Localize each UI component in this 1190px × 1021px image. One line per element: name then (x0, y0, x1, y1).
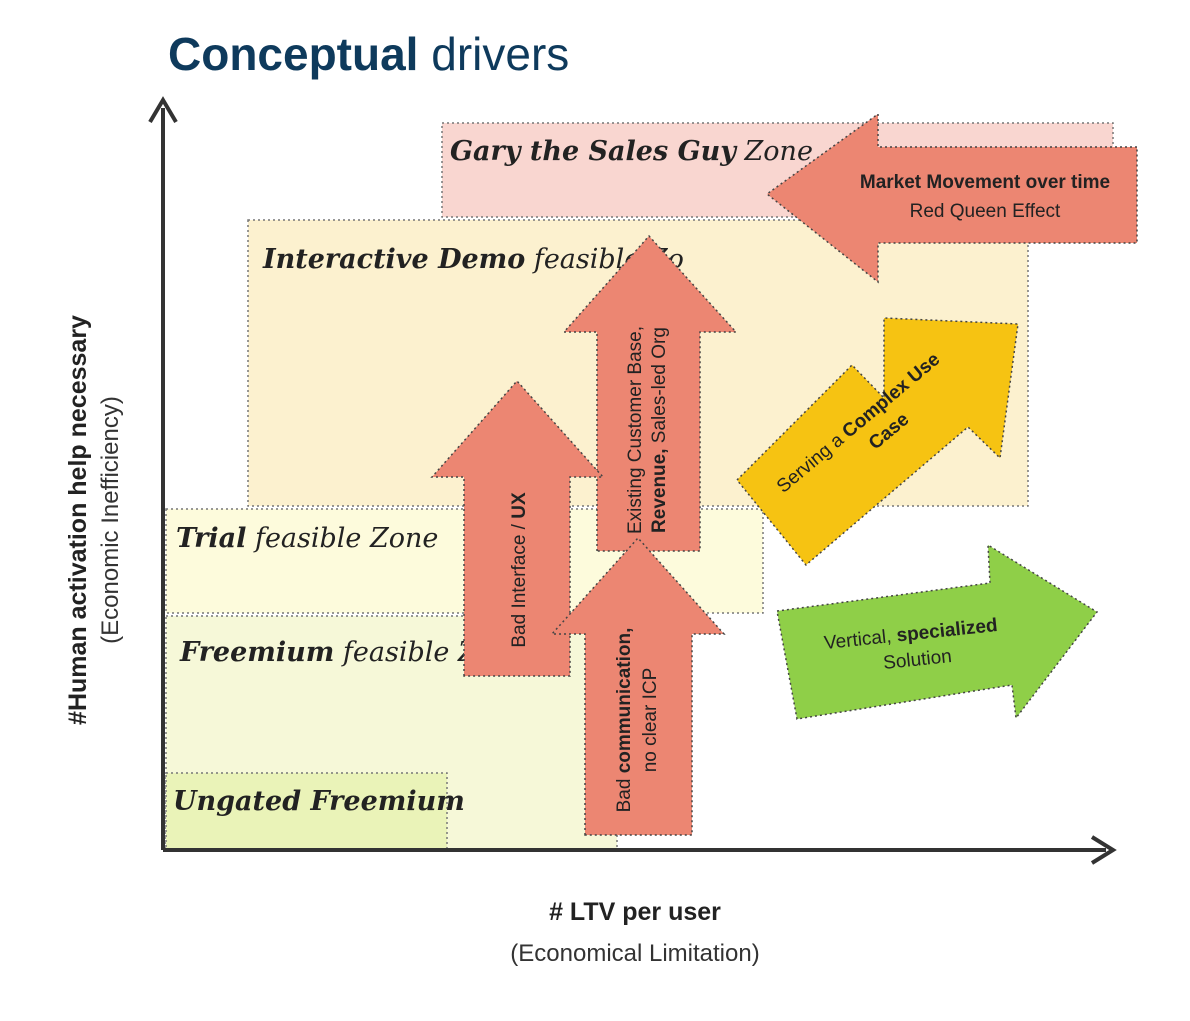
x-axis-label: # LTV per user (549, 898, 721, 926)
zone-trial-label: Trial feasible Zone (176, 523, 438, 554)
x-axis (163, 835, 1117, 865)
arrow-market-sublabel: Red Queen Effect (910, 201, 1061, 222)
y-axis-labels: #Human activation help necessary (Econom… (64, 315, 124, 725)
zone-ungated-label: Ungated Freemium (173, 786, 465, 817)
zone-ungated-freemium: Ungated Freemium (165, 772, 465, 850)
x-axis-sublabel: (Economical Limitation) (510, 940, 759, 967)
arrow-market-movement: Market Movement over time Red Queen Effe… (765, 112, 1138, 284)
zone-freemium-label: Freemium feasible Zon (179, 637, 510, 668)
title-rest: drivers (418, 28, 569, 80)
arrow-customer-line2: Revenue, Sales-led Org (649, 327, 670, 533)
zone-demo-label: Interactive Demo feasible Zo (262, 244, 684, 275)
arrow-vertical-solution: Vertical, specialized Solution (776, 543, 1099, 720)
arrow-customer-line1: Existing Customer Base, (625, 326, 646, 534)
y-axis (148, 96, 178, 850)
arrow-bad-communication: Bad communication, no clear ICP (550, 536, 726, 836)
title-bold: Conceptual (168, 28, 418, 80)
arrow-bad-comm-line2: no clear ICP (640, 668, 661, 773)
y-axis-label: #Human activation help necessary (64, 315, 92, 725)
arrow-market-label: Market Movement over time (860, 172, 1110, 193)
arrow-bad-interface-label: Bad Interface / UX (509, 492, 530, 648)
zone-gary-label: Gary the Sales Guy Zone (450, 136, 813, 167)
arrow-bad-interface: Bad Interface / UX (430, 379, 605, 677)
diagram-title: Conceptual drivers (168, 28, 569, 80)
arrow-bad-comm-line1: Bad communication, (614, 628, 635, 813)
arrow-complex-use-case: Serving a Complex Use Case (735, 317, 1019, 567)
arrow-customer-base: Existing Customer Base, Revenue, Sales-l… (562, 234, 738, 552)
y-axis-sublabel: (Economic Inefficiency) (97, 396, 124, 644)
